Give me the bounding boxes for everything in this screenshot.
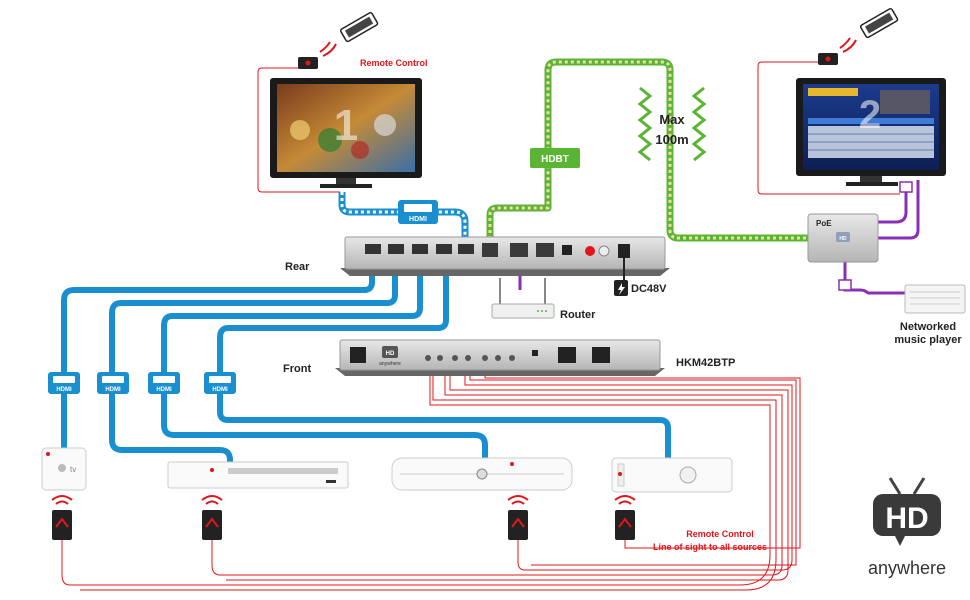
screen-number-1: 1 bbox=[334, 101, 358, 150]
hdmi-label-1: HDMI bbox=[56, 387, 72, 393]
logo-hd: HD bbox=[885, 502, 928, 535]
rear-label: Rear bbox=[285, 261, 310, 273]
ir-emitter-1 bbox=[51, 495, 73, 540]
music-player-label-1: Networked bbox=[900, 321, 956, 333]
hd-anywhere-logo: HD anywhere bbox=[868, 477, 946, 578]
rear-hdbt-port bbox=[482, 243, 498, 257]
matrix-rear bbox=[340, 236, 670, 276]
hdmi-label-2: HDMI bbox=[105, 387, 121, 393]
front-power-switch bbox=[350, 347, 366, 363]
distance-indicator: Max 100m bbox=[637, 86, 707, 162]
hdmi-label-3: HDMI bbox=[156, 387, 172, 393]
hdmi-cables bbox=[61, 192, 671, 468]
remote-control-top-label: Remote Control bbox=[360, 58, 428, 68]
rear-hdmi-out bbox=[458, 244, 474, 254]
ir-emitter-2 bbox=[201, 495, 223, 540]
router-label: Router bbox=[560, 309, 596, 321]
ir-wires bbox=[61, 61, 900, 591]
hdmi-badge-4: HDMI bbox=[204, 372, 236, 394]
hdbt-cable bbox=[486, 58, 812, 245]
rear-hdmi-in-4 bbox=[436, 244, 452, 254]
hdmi-badge-2: HDMI bbox=[97, 372, 129, 394]
power-label: DC48V bbox=[631, 283, 667, 295]
hdmi-badge-1: HDMI bbox=[48, 372, 80, 394]
distance-label: 100m bbox=[655, 132, 688, 147]
rear-power-jack bbox=[618, 244, 630, 258]
power-icon bbox=[614, 258, 628, 296]
rear-audio-white bbox=[598, 245, 610, 257]
hdmi-label-4: HDMI bbox=[212, 387, 228, 393]
front-hd-label: HD bbox=[386, 351, 395, 357]
matrix-front: HD anywhere bbox=[335, 339, 665, 376]
rear-hdmi-in-2 bbox=[388, 244, 404, 254]
remote-control-bottom-label-1: Remote Control bbox=[686, 529, 754, 539]
rj45-port-tv2 bbox=[899, 181, 913, 193]
rear-lan-port-1 bbox=[510, 243, 528, 257]
ir-emitter-3 bbox=[507, 495, 529, 540]
bluray-player bbox=[167, 461, 349, 489]
music-player-label-2: music player bbox=[894, 334, 962, 346]
rear-hdmi-in-3 bbox=[412, 244, 428, 254]
hdmi-label-main: HDMI bbox=[409, 216, 427, 223]
remote-control-tv2 bbox=[818, 7, 899, 65]
logo-badge bbox=[873, 494, 941, 536]
apple-tv: tv bbox=[41, 447, 87, 491]
poe-label: PoE bbox=[816, 219, 832, 228]
rear-audio-red bbox=[585, 246, 595, 256]
hdmi-badge-main: HDMI bbox=[398, 200, 438, 224]
rear-lan-port-2 bbox=[536, 243, 554, 257]
rear-hdmi-in-1 bbox=[365, 244, 381, 254]
remote-control-top: Remote Control bbox=[298, 11, 428, 69]
front-anywhere-label: anywhere bbox=[379, 361, 401, 367]
tv-1: 1 bbox=[270, 78, 422, 188]
hdmi-badge-3: HDMI bbox=[148, 372, 180, 394]
screen-number-2: 2 bbox=[859, 93, 881, 137]
remote-control-bottom-label-2: Line of sight to all sources bbox=[653, 542, 767, 552]
remote-icon-tv2 bbox=[859, 7, 899, 39]
hdbt-label: HDBT bbox=[541, 154, 569, 165]
set-top-box bbox=[391, 457, 573, 491]
music-player: Networked music player bbox=[894, 284, 966, 346]
appletv-label: tv bbox=[70, 465, 76, 474]
rj45-port-receiver bbox=[838, 279, 852, 291]
hdbt-label-badge: HDBT bbox=[530, 148, 580, 168]
remote-icon-top bbox=[339, 11, 379, 43]
logo-anywhere: anywhere bbox=[868, 558, 946, 578]
poe-receiver: PoE HD bbox=[807, 213, 879, 263]
ir-emitter-4 bbox=[614, 495, 636, 540]
router bbox=[491, 278, 555, 319]
receiver-hd-label: HD bbox=[839, 236, 847, 242]
tv-2: 2 bbox=[796, 78, 946, 186]
front-label: Front bbox=[283, 363, 311, 375]
game-console bbox=[611, 457, 733, 493]
max-label: Max bbox=[659, 112, 685, 127]
model-label: HKM42BTP bbox=[676, 357, 735, 369]
